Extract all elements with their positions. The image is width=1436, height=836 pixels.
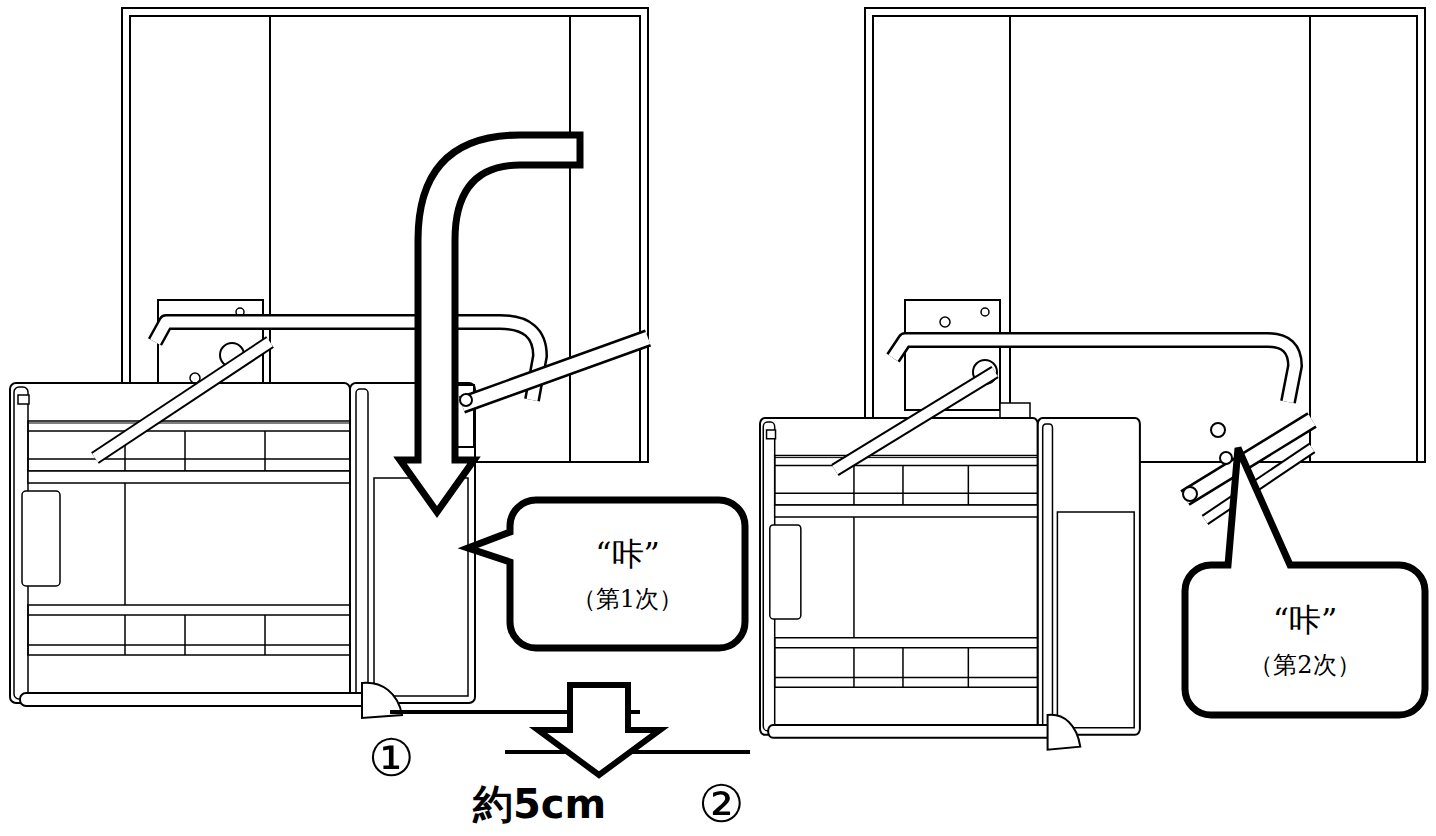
- support-arms: [95, 342, 270, 458]
- bubble-shape: [468, 500, 745, 648]
- support-arms: [1220, 452, 1232, 464]
- installation-illustration: [760, 418, 1140, 750]
- click-count: （第2次）: [1249, 650, 1360, 680]
- support-arms: [835, 372, 995, 470]
- support-arms: [1211, 423, 1225, 437]
- support-arms: [95, 342, 270, 458]
- speech-bubble: “咔” （第1次）: [510, 500, 745, 648]
- installation-illustration: [10, 383, 475, 718]
- click-count: （第1次）: [572, 584, 683, 614]
- sound-effect: “咔”: [595, 534, 660, 574]
- cabinet-left: [569, 16, 571, 462]
- speech-bubble: “咔” （第2次）: [1185, 565, 1425, 715]
- support-arms: [460, 394, 472, 406]
- position-mark: ①: [368, 730, 415, 787]
- support-arms: [835, 372, 995, 470]
- cabinet-right: [1309, 16, 1311, 462]
- cabinet-right: [1009, 16, 1011, 462]
- lift-mechanism-right: [981, 308, 989, 316]
- sound-effect: “咔”: [1273, 600, 1338, 640]
- support-arms: [1183, 487, 1197, 501]
- drop-arrow: [538, 685, 660, 775]
- lift-mechanism-right: [893, 300, 1295, 427]
- support-arms: [95, 338, 1312, 520]
- lift-mechanism-right: [940, 317, 950, 327]
- dimension-label: 約5cm: [473, 782, 606, 826]
- position-mark: ②: [698, 776, 745, 833]
- support-arms: [462, 338, 648, 405]
- bubble-outline: [510, 500, 745, 648]
- support-arms: [462, 338, 648, 405]
- bubble-outline: [1185, 565, 1425, 715]
- push-down-arrow: [400, 135, 580, 512]
- bubble-shape: [1185, 448, 1425, 715]
